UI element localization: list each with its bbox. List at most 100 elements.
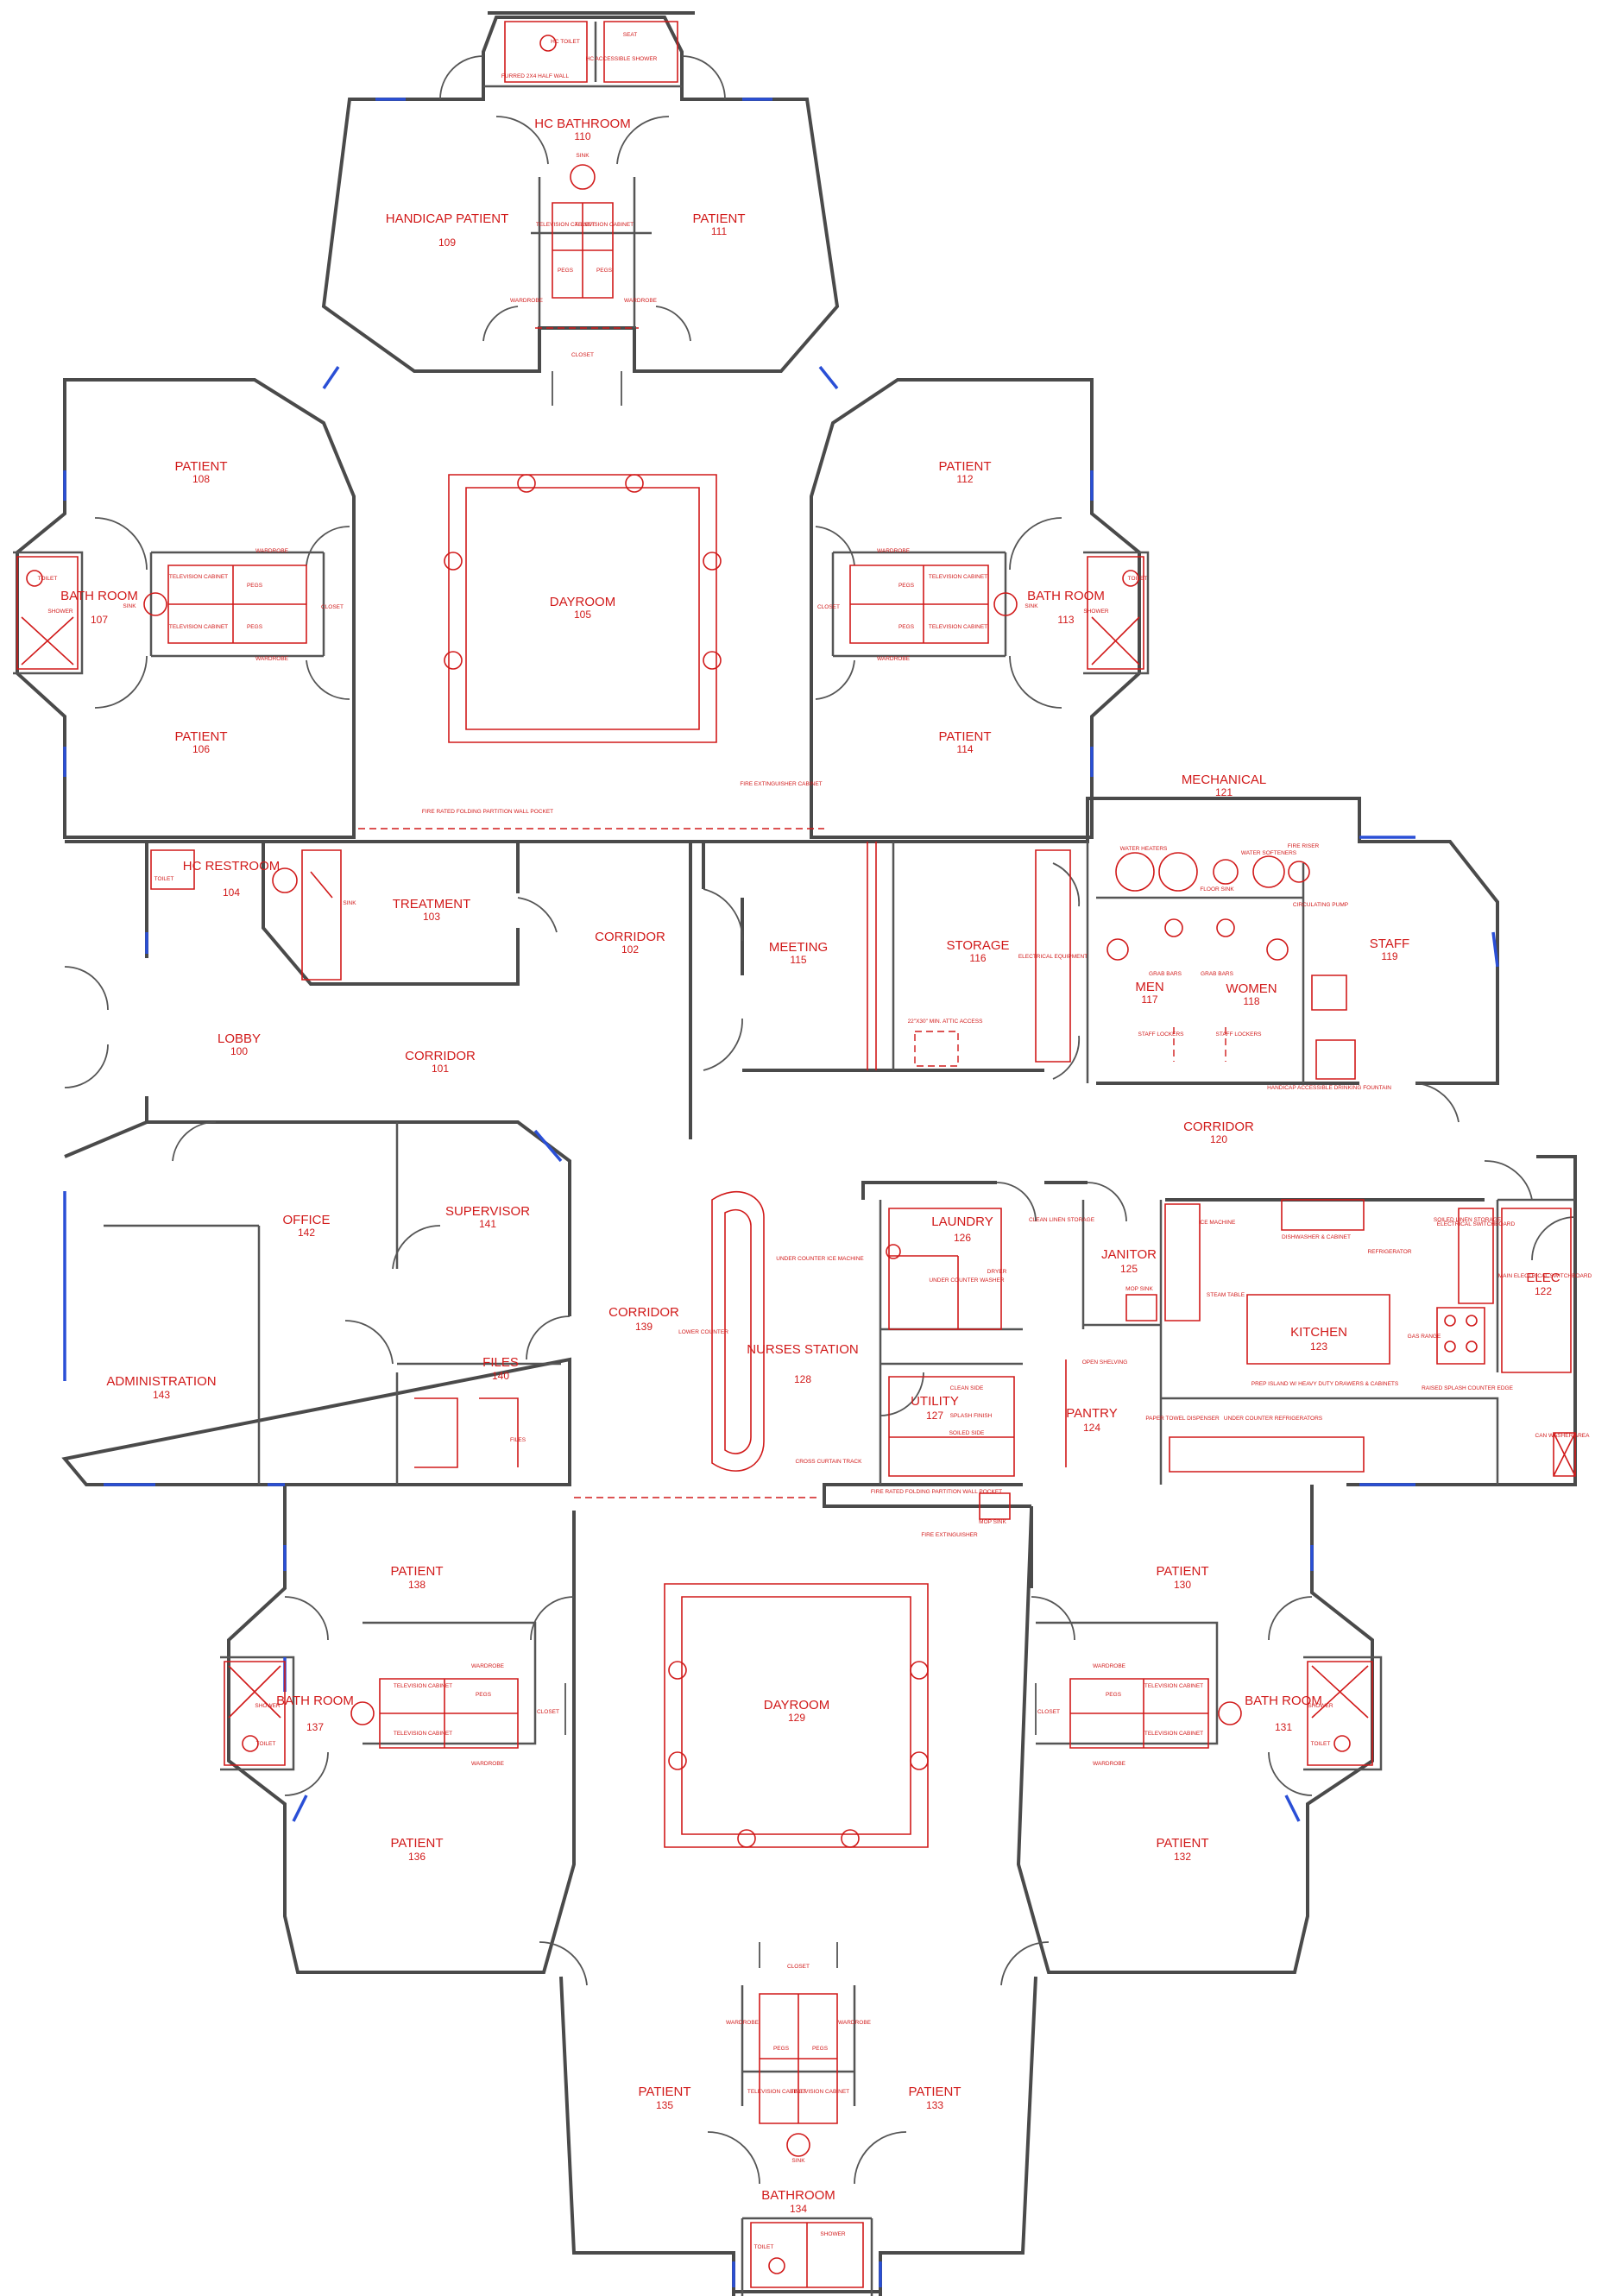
note-wardrobe-130: WARDROBE <box>1093 1663 1126 1669</box>
note-uc-refrigerators: UNDER COUNTER REFRIGERATORS <box>1224 1416 1323 1422</box>
note-wardrobe-133: WARDROBE <box>838 2020 872 2026</box>
note-closet-bottom: CLOSET <box>787 1964 810 1970</box>
svg-text:CORRIDOR: CORRIDOR <box>1183 1120 1254 1134</box>
svg-text:101: 101 <box>432 1063 449 1075</box>
note-can-washer: CAN WASHER AREA <box>1535 1433 1591 1439</box>
note-closet-top: CLOSET <box>571 352 594 358</box>
note-lower-counter: LOWER COUNTER <box>678 1329 728 1335</box>
svg-text:PATIENT: PATIENT <box>174 459 227 474</box>
note-wardrobe-114: WARDROBE <box>877 656 911 662</box>
svg-text:PATIENT: PATIENT <box>390 1564 443 1579</box>
note-sink-110: SINK <box>576 153 589 159</box>
svg-text:127: 127 <box>926 1410 943 1422</box>
note-sink-treatment: SINK <box>343 900 356 906</box>
note-seat: SEAT <box>623 32 638 38</box>
note-fire-ext-bottom: FIRE EXTINGUISHER <box>921 1532 978 1538</box>
svg-text:ADMINISTRATION: ADMINISTRATION <box>106 1374 216 1389</box>
svg-text:ELEC: ELEC <box>1526 1271 1560 1285</box>
svg-text:FILES: FILES <box>482 1355 519 1370</box>
note-water-softeners: WATER SOFTENERS <box>1241 850 1297 856</box>
note-files-cabinet: FILES <box>510 1437 526 1443</box>
note-tv-cabinet-114: TELEVISION CABINET <box>929 624 987 630</box>
svg-text:110: 110 <box>574 130 590 142</box>
note-wardrobe-111: WARDROBE <box>624 298 658 304</box>
note-wardrobe-112: WARDROBE <box>877 548 911 554</box>
note-toilet-137: TOILET <box>256 1741 276 1747</box>
note-elec-equip: ELECTRICAL EQUIPMENT <box>1018 954 1088 960</box>
note-tv-cabinet-132: TELEVISION CABINET <box>1144 1731 1203 1737</box>
note-elec-switchboard: ELECTRICAL SWITCHBOARD <box>1437 1221 1516 1227</box>
svg-text:111: 111 <box>711 225 728 237</box>
note-soiled-side: SOILED SIDE <box>949 1430 985 1436</box>
svg-text:126: 126 <box>954 1232 971 1244</box>
note-water-heaters: WATER HEATERS <box>1120 846 1168 852</box>
note-paper-towel: PAPER TOWEL DISPENSER <box>1145 1416 1220 1422</box>
note-shower-137: SHOWER <box>255 1703 281 1709</box>
note-pegs-137: PEGS <box>476 1692 492 1698</box>
note-pegs-106: PEGS <box>247 624 263 630</box>
note-dishwasher: DISHWASHER & CABINET <box>1282 1234 1351 1240</box>
svg-text:PATIENT: PATIENT <box>1156 1564 1208 1579</box>
note-tv-cabinet-130: TELEVISION CABINET <box>1144 1683 1203 1689</box>
note-sink-104: TOILET <box>154 876 174 882</box>
svg-text:UTILITY: UTILITY <box>911 1394 959 1409</box>
fixtures <box>16 21 1576 2288</box>
svg-text:134: 134 <box>790 2203 807 2215</box>
svg-text:LAUNDRY: LAUNDRY <box>931 1214 993 1229</box>
svg-text:119: 119 <box>1381 950 1397 962</box>
note-tv-cabinet-135: TELEVISION CABINET <box>747 2089 806 2095</box>
svg-text:122: 122 <box>1535 1285 1552 1297</box>
svg-text:121: 121 <box>1215 786 1233 798</box>
svg-text:TREATMENT: TREATMENT <box>393 897 471 911</box>
note-gas-range: GAS RANGE <box>1408 1334 1441 1340</box>
svg-text:WOMEN: WOMEN <box>1226 981 1277 996</box>
note-wardrobe-135: WARDROBE <box>726 2020 760 2026</box>
note-pegs-131: PEGS <box>1106 1692 1122 1698</box>
doors <box>64 55 1576 2185</box>
note-pegs-108: PEGS <box>247 583 263 589</box>
note-mop-sink-util: MOP SINK <box>979 1519 1006 1525</box>
svg-text:109: 109 <box>438 237 456 249</box>
note-fire-partition-bottom: FIRE RATED FOLDING PARTITION WALL POCKET <box>871 1489 1002 1495</box>
svg-text:PATIENT: PATIENT <box>692 211 745 226</box>
svg-text:PANTRY: PANTRY <box>1066 1406 1117 1421</box>
note-shower-131: SHOWER <box>1308 1703 1333 1709</box>
svg-text:124: 124 <box>1083 1422 1100 1434</box>
svg-text:BATH ROOM: BATH ROOM <box>1027 589 1105 603</box>
note-tv-cabinet-133: TELEVISION CABINET <box>791 2089 849 2095</box>
svg-text:115: 115 <box>790 954 806 966</box>
note-grab-bars-women: GRAB BARS <box>1201 971 1234 977</box>
note-uc-ice-machine: UNDER COUNTER ICE MACHINE <box>776 1256 864 1262</box>
note-shower-134: SHOWER <box>820 2231 846 2237</box>
note-fire-riser: FIRE RISER <box>1288 843 1320 849</box>
svg-text:133: 133 <box>926 2099 943 2111</box>
svg-text:104: 104 <box>223 886 240 899</box>
note-refrigerator: REFRIGERATOR <box>1367 1249 1411 1255</box>
interior-partitions <box>13 22 1383 2296</box>
note-pegs-135: PEGS <box>773 2046 790 2052</box>
note-closet-107: CLOSET <box>321 604 344 610</box>
svg-text:BATHROOM: BATHROOM <box>761 2188 835 2203</box>
exterior-walls <box>16 11 1577 2296</box>
note-washer: UNDER COUNTER WASHER <box>929 1277 1004 1284</box>
svg-text:OFFICE: OFFICE <box>283 1213 331 1227</box>
svg-text:108: 108 <box>192 473 210 485</box>
svg-text:PATIENT: PATIENT <box>938 459 991 474</box>
svg-text:116: 116 <box>969 952 986 964</box>
